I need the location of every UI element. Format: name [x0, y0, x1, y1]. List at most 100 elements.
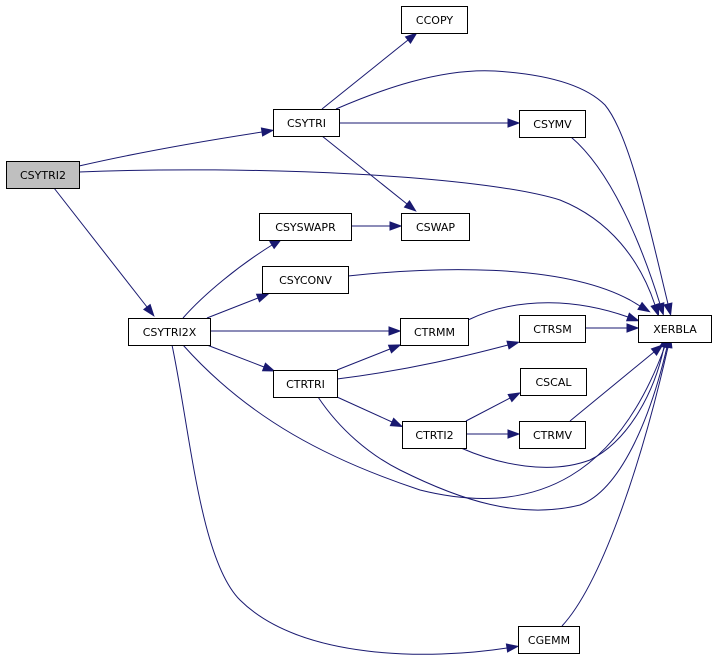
- edge-csytri-to-csymv: [339, 118, 521, 128]
- node-xerbla[interactable]: XERBLA: [638, 315, 712, 343]
- node-label: CTRTI2: [415, 429, 453, 442]
- node-box[interactable]: [273, 109, 340, 137]
- node-csymv[interactable]: CSYMV: [519, 110, 586, 138]
- arrowhead-icon: [260, 127, 275, 137]
- edge-line: [569, 351, 655, 422]
- edge-csytri2x-to-cgemm: [171, 344, 520, 655]
- edge-csytri-to-ccopy: [321, 32, 418, 110]
- arrowhead-icon: [255, 293, 270, 303]
- node-label: CCOPY: [416, 14, 453, 27]
- node-label: CSYTRI2X: [143, 326, 197, 339]
- node-ctrtri[interactable]: CTRTRI: [273, 370, 338, 398]
- edge-line: [317, 346, 668, 511]
- edge-line: [336, 348, 391, 371]
- node-label: CSWAP: [416, 221, 455, 234]
- node-label: CSYTRI: [287, 117, 326, 130]
- node-box[interactable]: [402, 421, 467, 449]
- node-label: CSYMV: [533, 118, 572, 131]
- arrowhead-icon: [389, 417, 404, 428]
- node-box[interactable]: [259, 213, 352, 241]
- node-label: CSYCONV: [279, 274, 332, 287]
- node-box[interactable]: [518, 626, 580, 654]
- edge-line: [206, 297, 259, 319]
- edge-csytri2-to-xerbla: [78, 169, 660, 317]
- node-label: CSYTRI2: [20, 169, 66, 182]
- edge-line: [465, 397, 511, 422]
- node-box[interactable]: [638, 315, 712, 343]
- node-ctrmm[interactable]: CTRMM: [400, 318, 469, 346]
- node-box[interactable]: [519, 110, 586, 138]
- edge-line: [182, 244, 273, 319]
- node-ccopy[interactable]: CCOPY: [401, 6, 468, 34]
- node-label: CSCAL: [536, 376, 573, 389]
- node-cgemm[interactable]: CGEMM: [518, 626, 580, 654]
- arrowhead-icon: [387, 344, 402, 354]
- node-box[interactable]: [128, 318, 211, 346]
- node-box[interactable]: [262, 266, 349, 294]
- node-csytri2x[interactable]: CSYTRI2X: [128, 318, 211, 346]
- edge-csytri2x-to-csyconv: [206, 293, 270, 319]
- edge-csymv-to-xerbla: [570, 136, 665, 316]
- node-label: CGEMM: [528, 634, 570, 647]
- edge-ctrtri-to-xerbla: [317, 334, 672, 511]
- arrowhead-icon: [261, 362, 276, 372]
- edge-csytri-to-cswap: [321, 135, 417, 212]
- edge-ctrmm-to-xerbla: [467, 302, 640, 322]
- node-csyconv[interactable]: CSYCONV: [262, 266, 349, 294]
- edge-line: [335, 70, 669, 305]
- edge-line: [182, 344, 666, 499]
- edge-line: [336, 344, 509, 380]
- edge-ctrti2-to-ctrmv: [466, 429, 521, 439]
- arrowhead-icon: [655, 302, 665, 316]
- node-csyswapr[interactable]: CSYSWAPR: [259, 213, 352, 241]
- edge-ctrmv-to-xerbla: [569, 344, 664, 422]
- edge-csytri2-to-csytri: [78, 127, 275, 167]
- node-box[interactable]: [273, 370, 338, 398]
- node-ctrti2[interactable]: CTRTI2: [402, 421, 467, 449]
- arrowhead-icon: [388, 326, 402, 336]
- node-box[interactable]: [401, 213, 470, 241]
- node-cscal[interactable]: CSCAL: [520, 368, 587, 396]
- arrowhead-icon: [626, 323, 640, 333]
- edge-csyconv-to-xerbla: [347, 269, 651, 313]
- arrowhead-icon: [507, 118, 521, 128]
- node-csytri2[interactable]: CSYTRI2: [6, 161, 80, 189]
- arrowhead-icon: [650, 344, 664, 356]
- node-label: CTRMV: [533, 429, 573, 442]
- arrowhead-icon: [403, 200, 417, 212]
- node-box[interactable]: [519, 421, 586, 449]
- node-box[interactable]: [400, 318, 469, 346]
- arrowhead-icon: [506, 340, 521, 350]
- edge-line: [206, 344, 265, 368]
- node-box[interactable]: [520, 368, 587, 396]
- node-box[interactable]: [519, 315, 586, 343]
- arrowhead-icon: [663, 302, 673, 317]
- arrowhead-icon: [142, 303, 155, 317]
- edge-line: [460, 346, 665, 468]
- edge-ctrsm-to-xerbla: [585, 323, 640, 333]
- edge-line: [570, 136, 661, 305]
- node-label: CTRMM: [414, 326, 455, 339]
- node-csytri[interactable]: CSYTRI: [273, 109, 340, 137]
- arrowhead-icon: [625, 312, 640, 322]
- arrowhead-icon: [507, 429, 521, 439]
- node-label: CTRTRI: [286, 378, 325, 391]
- edge-line: [467, 302, 629, 321]
- node-box[interactable]: [401, 6, 468, 34]
- edge-line: [336, 396, 393, 423]
- edge-line: [53, 187, 148, 308]
- edge-line: [78, 169, 656, 306]
- arrowhead-icon: [505, 643, 520, 653]
- node-box[interactable]: [6, 161, 80, 189]
- arrowhead-icon: [507, 392, 522, 403]
- node-cswap[interactable]: CSWAP: [401, 213, 470, 241]
- node-ctrsm[interactable]: CTRSM: [519, 315, 586, 343]
- edge-csytri-to-xerbla: [335, 70, 673, 317]
- node-ctrmv[interactable]: CTRMV: [519, 421, 586, 449]
- node-label: CSYSWAPR: [275, 221, 336, 234]
- edge-ctrtri-to-ctrti2: [336, 396, 404, 428]
- arrowhead-icon: [404, 32, 418, 44]
- edge-csytri2x-to-ctrtri: [206, 344, 276, 372]
- edge-line: [321, 135, 408, 205]
- edge-line: [171, 344, 508, 655]
